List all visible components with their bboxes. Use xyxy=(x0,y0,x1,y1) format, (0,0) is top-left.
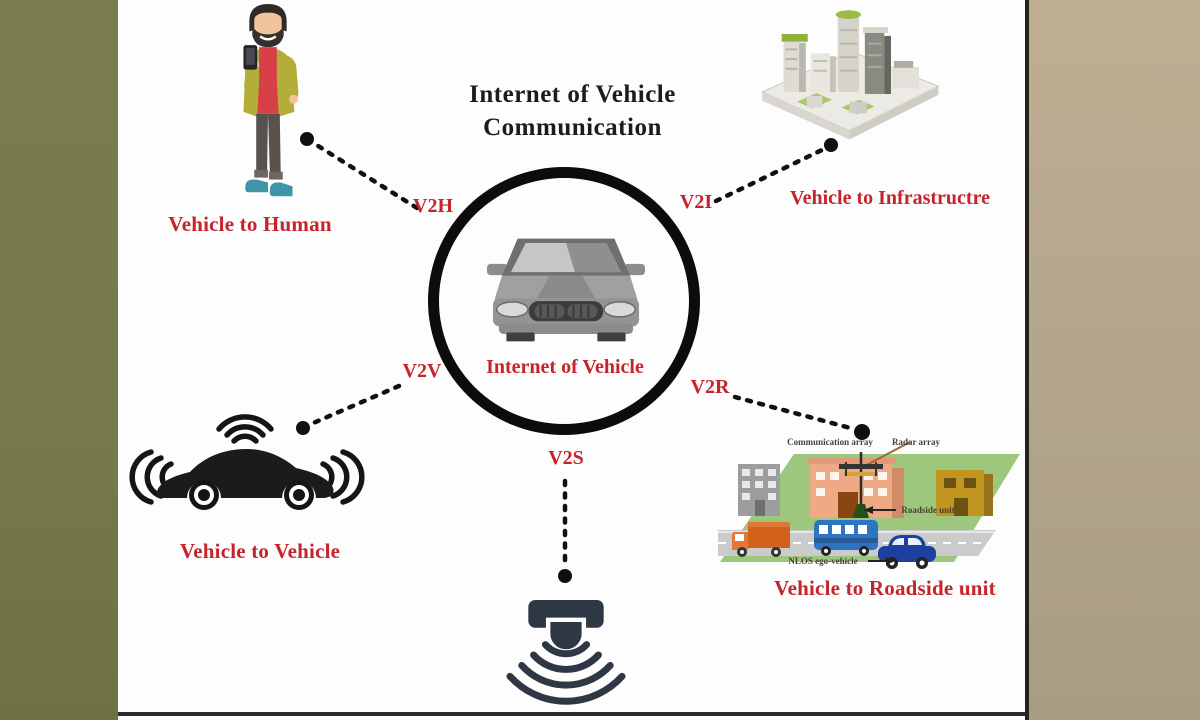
vertical-divider xyxy=(1025,0,1029,720)
sensor-icon xyxy=(506,599,626,705)
link-label-v2h: V2H xyxy=(413,195,453,217)
label-communication-array: Communication array xyxy=(787,437,873,447)
diagram-title: Internet of Vehicle Communication xyxy=(420,78,725,144)
node-label-infrastructure: Vehicle to Infrastructre xyxy=(790,187,990,209)
connected-car-icon xyxy=(129,414,365,510)
bottom-divider xyxy=(118,712,1025,716)
title-line-1: Internet of Vehicle xyxy=(469,81,676,108)
label-nlos-ego-vehicle: NLOS ego-vehicle xyxy=(788,556,857,566)
link-label-v2r: V2R xyxy=(690,376,730,398)
hub-car-icon xyxy=(486,238,646,342)
background-left-strip xyxy=(0,0,118,720)
hub-circle xyxy=(428,167,700,435)
link-label-v2v: V2V xyxy=(402,360,442,382)
person-with-phone-icon xyxy=(243,3,299,197)
city-infrastructure-icon xyxy=(761,10,940,140)
label-radar-array: Radar array xyxy=(892,437,941,447)
node-label-roadside: Vehicle to Roadside unit xyxy=(774,576,996,600)
background-right-strip xyxy=(1029,0,1200,720)
link-label-v2i: V2I xyxy=(679,191,713,213)
node-label-human: Vehicle to Human xyxy=(168,212,332,236)
roadside-scene: Communication array Radar array Roadside… xyxy=(718,437,1020,569)
node-label-vehicle: Vehicle to Vehicle xyxy=(179,539,341,563)
hub-label: Internet of Vehicle xyxy=(486,356,644,378)
title-line-2: Communication xyxy=(483,114,662,141)
link-label-v2s: V2S xyxy=(548,447,584,469)
label-roadside-unit: Roadside unit xyxy=(901,505,954,515)
